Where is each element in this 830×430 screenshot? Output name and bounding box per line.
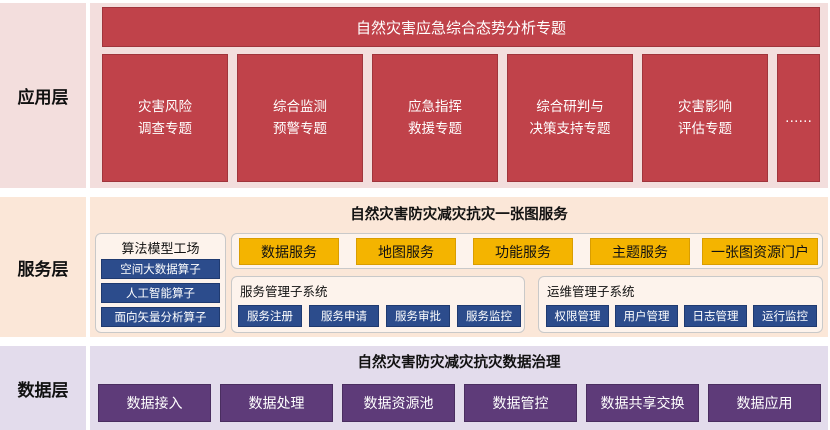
application-layer: 自然灾害应急综合态势分析专题 灾害风险 调查专题 综合监测 预警专题 应急指挥 …	[90, 3, 828, 188]
algorithm-factory-panel: 算法模型工场 空间大数据算子 人工智能算子 面向矢量分析算子	[95, 233, 226, 333]
main-services-panel: 数据服务 地图服务 功能服务 主题服务 一张图资源门户	[231, 233, 823, 269]
service-management-item: 服务审批	[386, 305, 450, 327]
topic-decision-support: 综合研判与 决策支持专题	[507, 54, 633, 182]
data-item-access: 数据接入	[98, 384, 211, 422]
data-item-application: 数据应用	[708, 384, 821, 422]
algorithm-factory-title: 算法模型工场	[121, 242, 200, 257]
topic-emergency-command: 应急指挥 救援专题	[372, 54, 498, 182]
service-management-title: 服务管理子系统	[240, 284, 328, 299]
ops-management-item: 权限管理	[546, 305, 609, 327]
data-layer-label: 数据层	[0, 346, 86, 430]
application-layer-label: 应用层	[0, 3, 86, 188]
ops-management-item: 用户管理	[615, 305, 678, 327]
service-layer: 自然灾害防灾减灾抗灾一张图服务 算法模型工场 空间大数据算子 人工智能算子 面向…	[90, 197, 828, 337]
data-item-resource-pool: 数据资源池	[342, 384, 455, 422]
application-topics: 灾害风险 调查专题 综合监测 预警专题 应急指挥 救援专题 综合研判与 决策支持…	[102, 54, 820, 182]
service-resource-portal: 一张图资源门户	[702, 238, 818, 265]
service-management-item: 服务申请	[309, 305, 379, 327]
algorithm-item: 面向矢量分析算子	[101, 307, 220, 327]
ops-management-item: 日志管理	[684, 305, 747, 327]
topic-disaster-risk-survey: 灾害风险 调查专题	[102, 54, 228, 182]
data-item-processing: 数据处理	[220, 384, 333, 422]
algorithm-item: 人工智能算子	[101, 283, 220, 303]
topic-monitoring-warning: 综合监测 预警专题	[237, 54, 363, 182]
service-function: 功能服务	[473, 238, 573, 265]
ops-management-title: 运维管理子系统	[547, 284, 635, 299]
service-layer-label: 服务层	[0, 197, 86, 337]
service-map: 地图服务	[356, 238, 456, 265]
topic-more: ……	[777, 54, 820, 182]
data-layer: 自然灾害防灾减灾抗灾数据治理 数据接入 数据处理 数据资源池 数据管控 数据共享…	[90, 346, 828, 430]
service-management-item: 服务监控	[457, 305, 521, 327]
service-management-panel: 服务管理子系统 服务注册 服务申请 服务审批 服务监控	[231, 276, 525, 333]
data-item-sharing-exchange: 数据共享交换	[586, 384, 699, 422]
topic-impact-assessment: 灾害影响 评估专题	[642, 54, 768, 182]
data-item-control: 数据管控	[464, 384, 577, 422]
ops-management-item: 运行监控	[753, 305, 817, 327]
data-layer-title: 自然灾害防灾减灾抗灾数据治理	[357, 354, 561, 371]
service-layer-title: 自然灾害防灾减灾抗灾一张图服务	[350, 206, 568, 223]
algorithm-item: 空间大数据算子	[101, 259, 220, 279]
service-theme: 主题服务	[590, 238, 690, 265]
ops-management-panel: 运维管理子系统 权限管理 用户管理 日志管理 运行监控	[538, 276, 823, 333]
service-data: 数据服务	[239, 238, 339, 265]
application-layer-title: 自然灾害应急综合态势分析专题	[102, 7, 820, 47]
service-management-item: 服务注册	[238, 305, 302, 327]
